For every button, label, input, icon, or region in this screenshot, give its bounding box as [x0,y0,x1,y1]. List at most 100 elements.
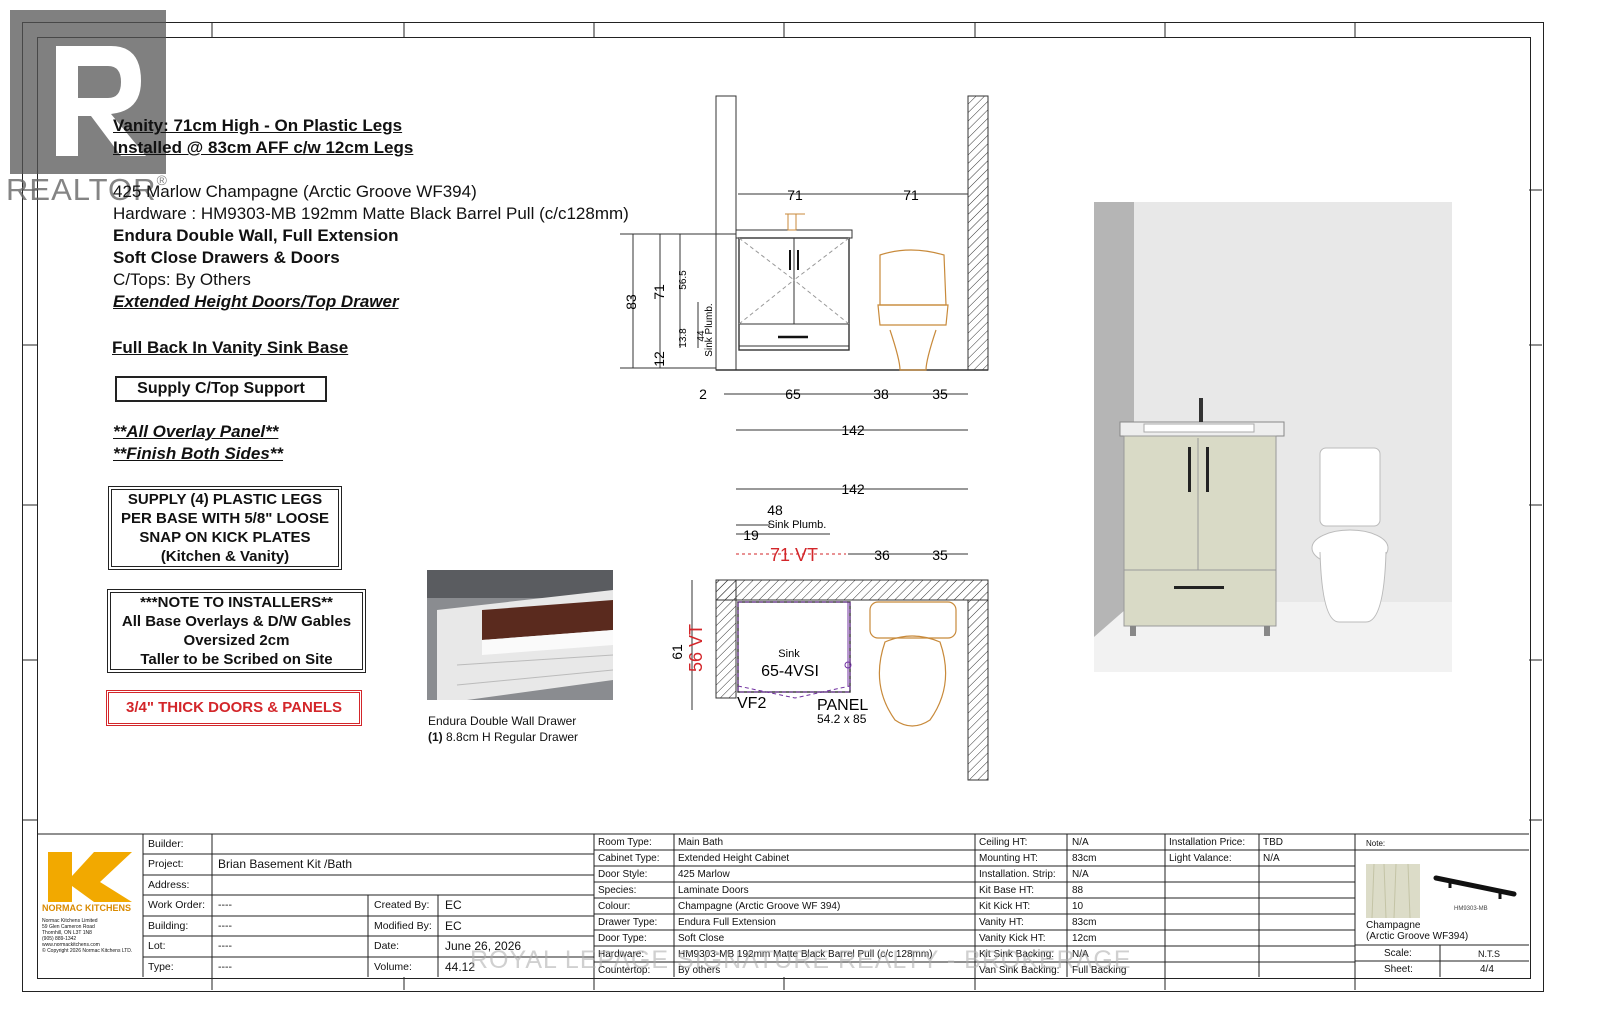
light-valance-label: Light Valance: [1169,853,1232,864]
note-finish-sides: **Finish Both Sides** [113,444,284,463]
elev-bottom-dim-35: 35 [932,386,948,402]
height-value: Full Backing [1072,965,1127,976]
height-value: 83cm [1072,853,1097,864]
spec-label: Cabinet Type: [598,853,660,864]
note-thick-box: 3/4" THICK DOORS & PANELS [106,690,362,726]
spec-label: Hardware: [598,949,645,960]
elev-dim-13-8: 13.8 [678,328,689,348]
spec-label: Species: [598,885,637,896]
spec-value: 425 Marlow [678,869,730,880]
plan-vt-71: 71 VT [770,545,818,565]
elev-dim-71: 71 [651,284,667,300]
date-value: June 26, 2026 [445,939,522,953]
modified-value: EC [445,919,462,933]
modified-label: Modified By: [374,920,432,932]
elevation-drawing: 71 71 83 71 56.5 13.8 44 Sink Plumb. 12 … [620,95,989,438]
plan-total: 142 [841,481,865,497]
note-extended: Extended Height Doors/Top Drawer [113,292,399,311]
drawer-photo [427,570,613,700]
plan-dim-36: 36 [874,547,890,563]
note-overlay: **All Overlay Panel** [113,422,279,441]
install-price-label: Installation Price: [1169,837,1246,848]
elev-dim-44: 44 [696,330,707,342]
plan-sink-model: 65-4VSI [761,663,819,680]
project-label: Project: [148,858,184,870]
pull-image [1433,875,1517,899]
swatch-sub: (Arctic Groove WF394) [1366,931,1469,942]
note-hardware: Hardware : HM9303-MB 192mm Matte Black B… [113,204,629,223]
note-endura: Endura Double Wall, Full Extension [113,226,399,245]
sheet-label: Sheet: [1384,964,1413,975]
elev-dim-56-5: 56.5 [678,270,689,290]
date-label: Date: [374,940,400,952]
swatch-name: Champagne [1366,920,1421,931]
brokerage-watermark: ROYAL LEPAGE SIGNATURE REALTY - BROKERAG… [470,946,1132,974]
address-label: Address: [148,879,190,891]
spec-label: Countertop: [598,965,651,976]
created-value: EC [445,898,462,912]
elev-top-dim-1: 71 [787,187,803,203]
note-vanity-height: Vanity: 71cm High - On Plastic Legs [113,116,403,135]
realtor-wordmark: REALTOR® [6,172,168,207]
spec-label: Door Style: [598,869,648,880]
note-ctops: C/Tops: By Others [113,270,251,289]
plan-sink-label: Sink [778,648,800,660]
spec-value: Laminate Doors [678,885,749,896]
height-label: Vanity HT: [979,917,1024,928]
drawer-caption-2: (1) 8.8cm H Regular Drawer [428,730,579,744]
note-label: Note: [1366,839,1386,848]
spec-label: Drawer Type: [598,917,658,928]
plan-dim-48: 48 [767,502,783,518]
work-order-label: Work Order: [148,899,205,911]
vanity-rendering [1094,202,1452,672]
drawer-caption-1: Endura Double Wall Drawer [428,714,577,728]
note-soft-close: Soft Close Drawers & Doors [113,248,340,267]
plan-depth-vt: 56 VT [686,624,706,672]
building-label: Building: [148,920,189,932]
height-value: N/A [1072,837,1089,848]
sheet-value: 4/4 [1480,964,1494,975]
height-value: 12cm [1072,933,1097,944]
spec-value: Extended Height Cabinet [678,853,790,864]
height-value: 10 [1072,901,1084,912]
plan-panel-size: 54.2 x 85 [817,712,867,726]
height-label: Vanity Kick HT: [979,933,1046,944]
swatch-image [1366,864,1420,918]
light-valance-value: N/A [1263,853,1280,864]
normac-logo [48,852,132,902]
scale-value: N.T.S [1478,949,1501,959]
height-label: Van Sink Backing: [979,965,1060,976]
install-price-value: TBD [1263,837,1283,848]
spec-label: Room Type: [598,837,652,848]
type-value: ---- [218,961,232,973]
note-installers-box: ***NOTE TO INSTALLERS**All Base Overlays… [107,589,366,673]
height-label: Kit Sink Backing: [979,949,1055,960]
outer-frame [22,22,1544,992]
lot-value: ---- [218,940,232,952]
plan-depth: 61 [669,644,685,660]
project-value: Brian Basement Kit /Bath [218,857,353,871]
builder-label: Builder: [148,838,184,850]
elev-dim-83: 83 [623,294,639,310]
plan-drawing: 48 Sink Plumb. 19 71 VT 36 35 142 61 56 … [669,481,989,781]
pull-label: HM9303-MB [1454,906,1488,912]
created-label: Created By: [374,899,430,911]
plan-dim-35: 35 [932,547,948,563]
spec-label: Door Type: [598,933,647,944]
elev-bottom-dim-2: 2 [699,386,707,402]
spec-value: Champagne (Arctic Groove WF 394) [678,901,841,912]
height-label: Ceiling HT: [979,837,1028,848]
volume-value: 44.12 [445,960,476,974]
volume-label: Volume: [374,961,412,973]
elev-bottom-dim-65: 65 [785,386,801,402]
height-label: Installation. Strip: [979,869,1056,880]
note-installed: Installed @ 83cm AFF c/w 12cm Legs [113,138,414,157]
type-label: Type: [148,961,174,973]
scale-label: Scale: [1384,948,1412,959]
elev-bottom-dim-38: 38 [873,386,889,402]
plan-sink-plumb: Sink Plumb. [768,519,827,531]
elev-top-dim-2: 71 [903,187,919,203]
elev-dim-12: 12 [651,351,667,367]
lot-label: Lot: [148,940,166,952]
